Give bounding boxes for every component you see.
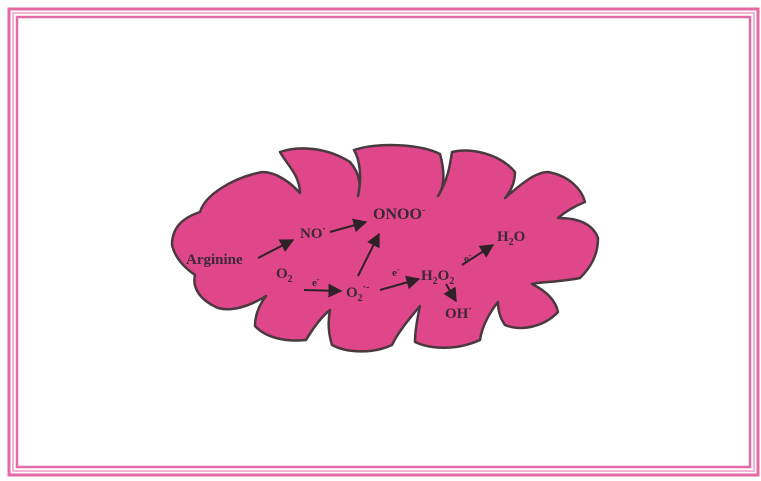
label-arginine: Arginine [186, 252, 243, 268]
label-no: NO· [300, 224, 326, 242]
cell-shape [172, 145, 598, 351]
arrow-o2-to-superoxide [304, 290, 341, 291]
label-onoo: ONOO- [373, 205, 425, 223]
label-oh: OH· [445, 304, 472, 322]
